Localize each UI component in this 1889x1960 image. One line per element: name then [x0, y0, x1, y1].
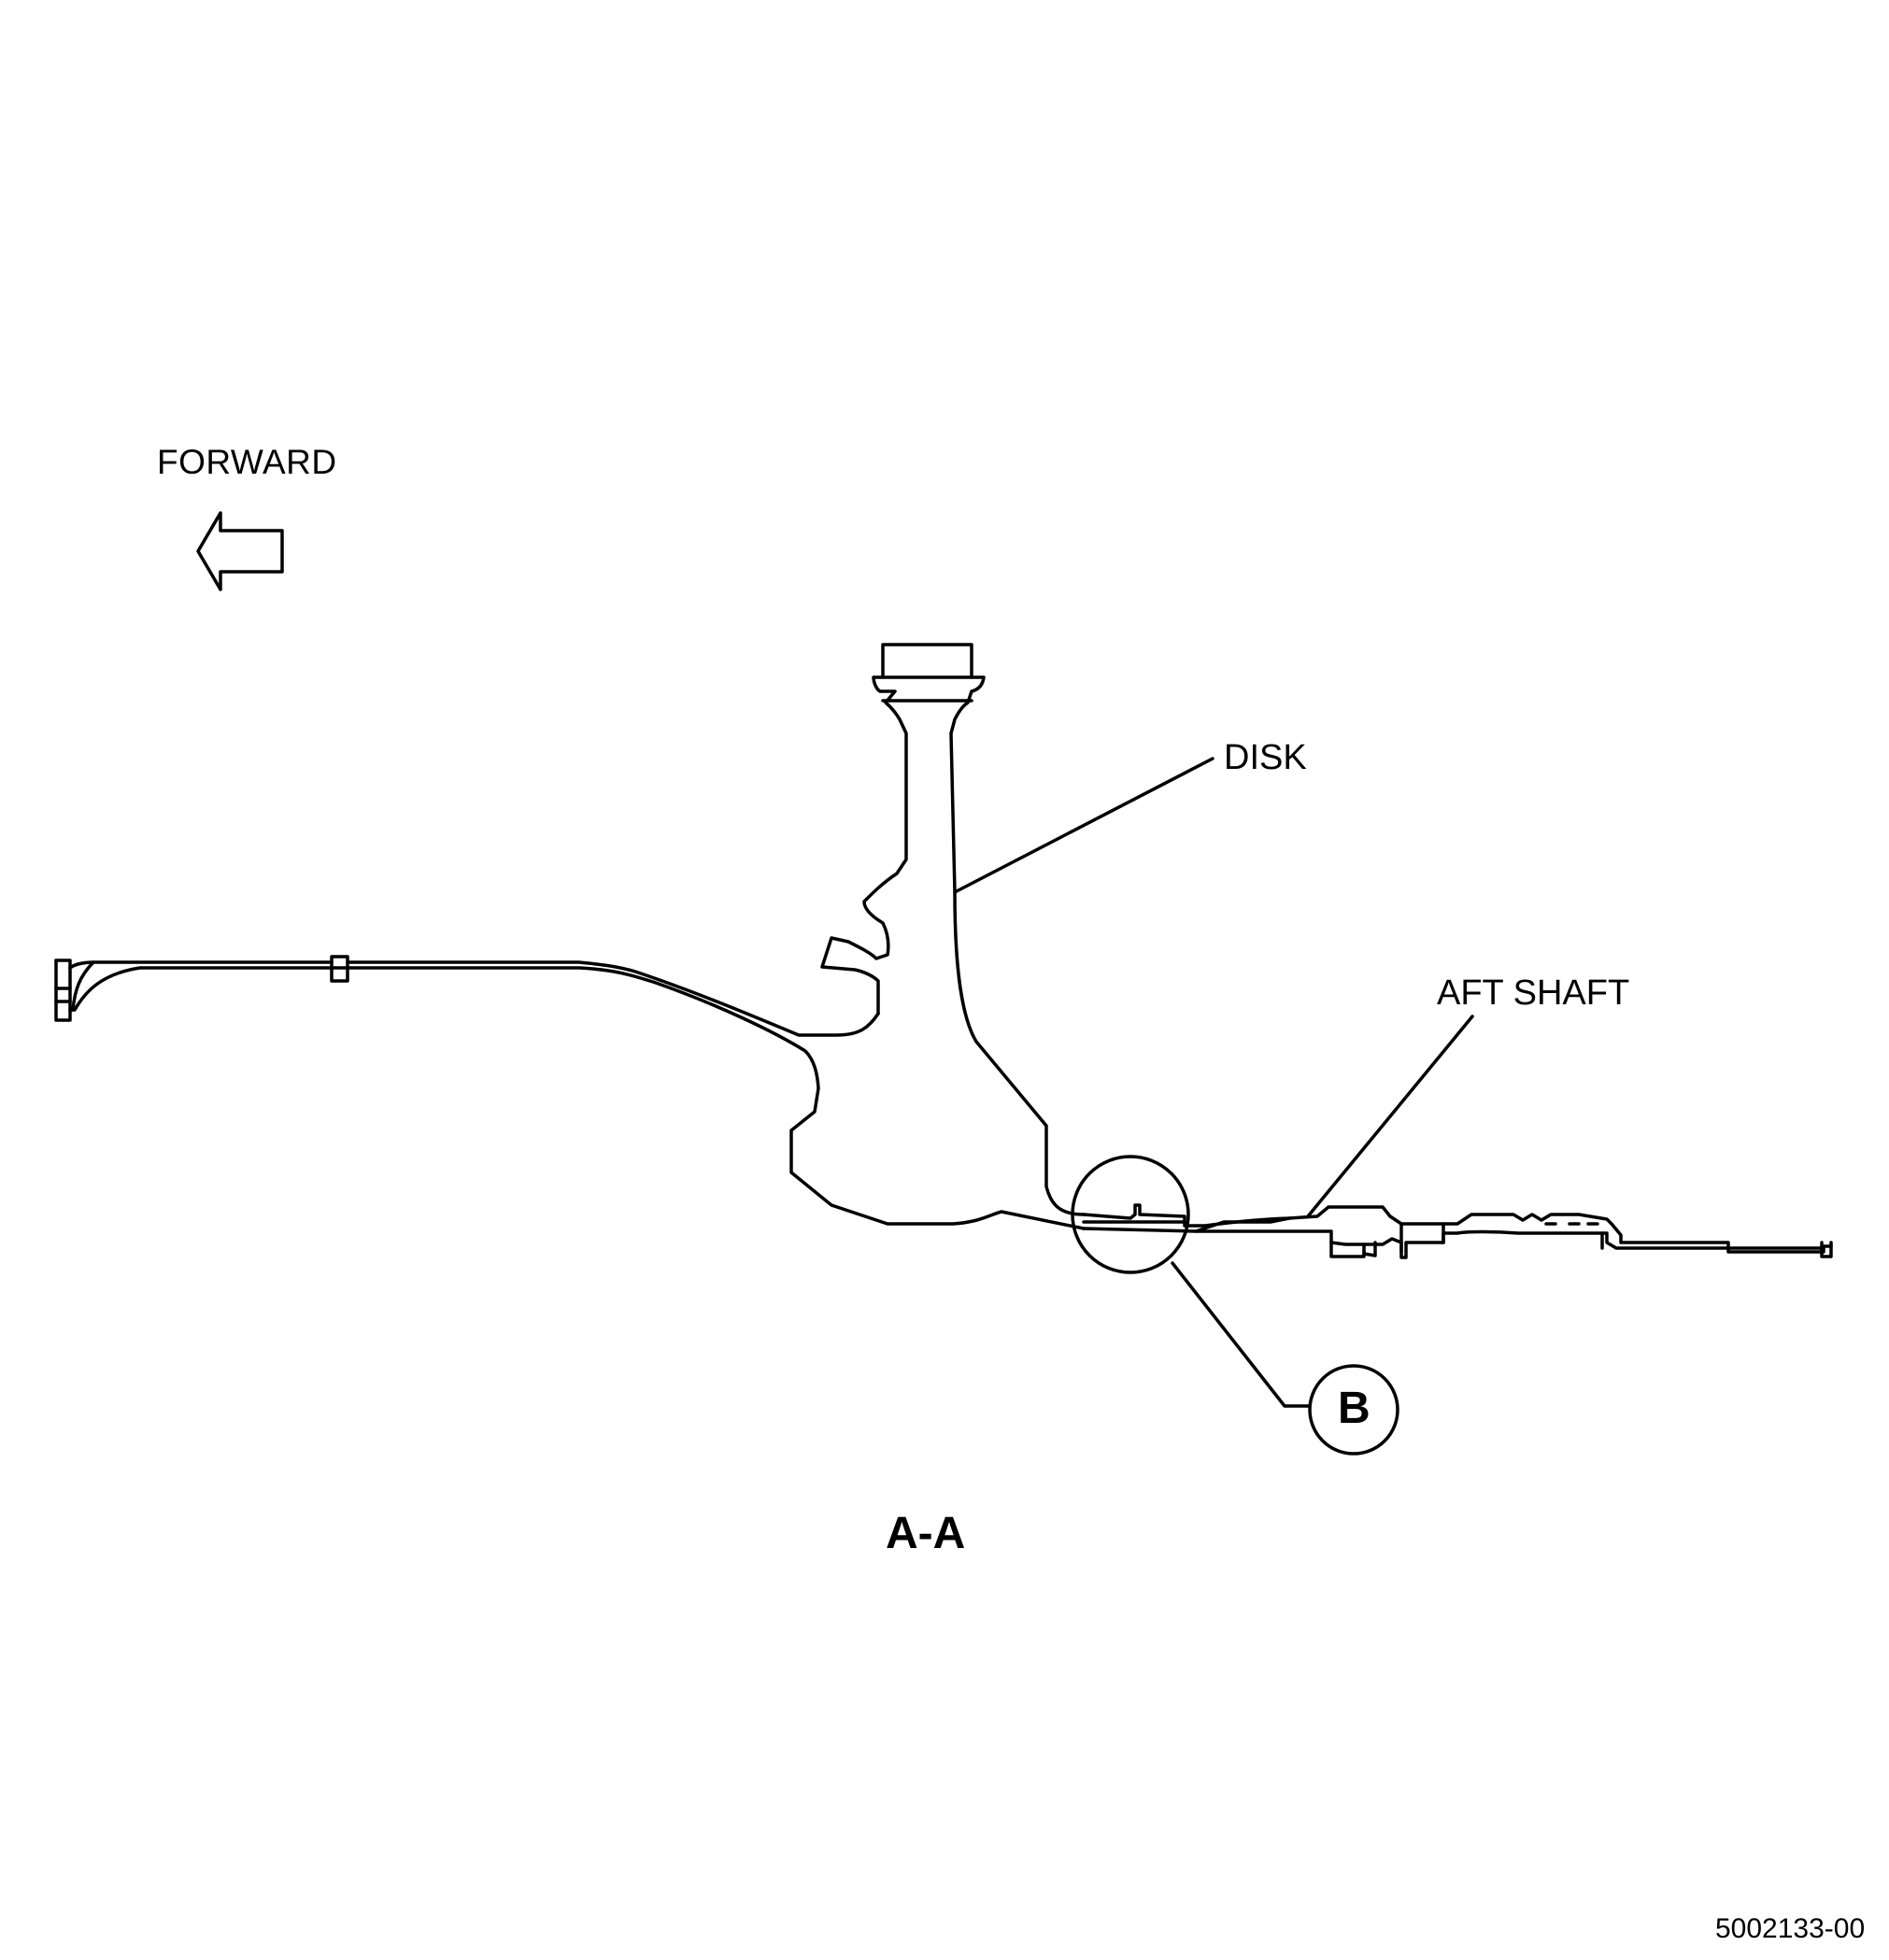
- aft-shaft-leader-line: [1306, 1015, 1474, 1218]
- forward-arm: [54, 955, 1086, 1230]
- detail-label-circle: [1308, 1364, 1399, 1456]
- section-title: A-A: [886, 1509, 966, 1558]
- detail-circle: [1071, 1155, 1190, 1274]
- drawing-number: 5002133-00: [1715, 1913, 1866, 1944]
- disk-profile: [820, 643, 1086, 1216]
- disk-label: DISK: [1224, 738, 1307, 777]
- aft-shaft-profile: [1082, 1203, 1833, 1259]
- forward-arrow-icon: [196, 511, 284, 591]
- disk-leader-line: [953, 757, 1214, 894]
- aft-shaft-label: AFT SHAFT: [1437, 973, 1630, 1013]
- detail-leader-line: [1171, 1261, 1312, 1408]
- detail-b-label: B: [1338, 1384, 1371, 1433]
- forward-label: FORWARD: [157, 443, 337, 481]
